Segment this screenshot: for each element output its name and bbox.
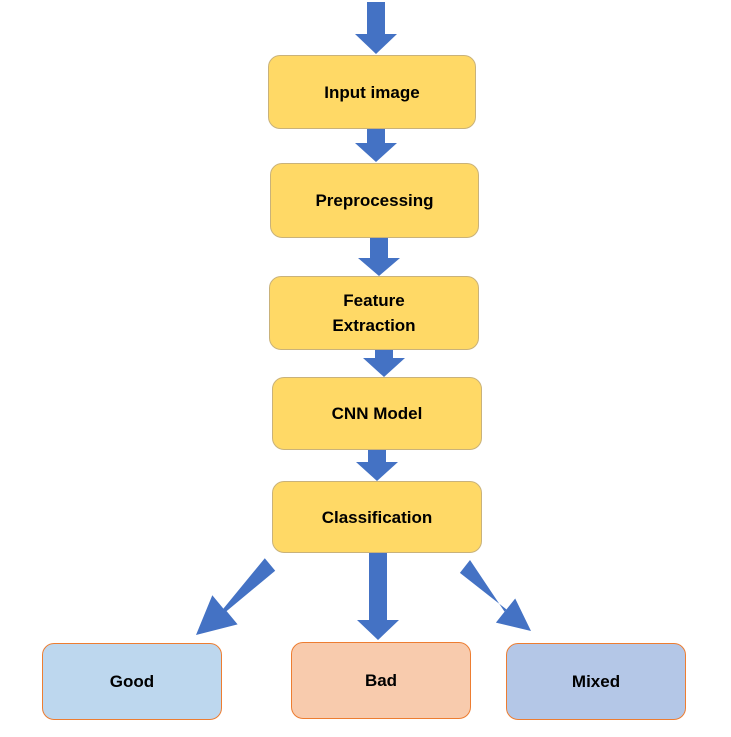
entry-arrow	[355, 2, 397, 54]
step-preprocessing: Preprocessing	[270, 163, 479, 238]
step-label: Feature Extraction	[332, 291, 416, 335]
output-mixed: Mixed	[506, 643, 686, 720]
output-good: Good	[42, 643, 222, 720]
output-bad: Bad	[291, 642, 471, 719]
arrow-input-to-preprocessing	[355, 129, 397, 162]
output-label: Mixed	[571, 672, 621, 691]
step-label: CNN Model	[331, 404, 423, 423]
output-label: Good	[109, 672, 155, 691]
arrow-classification-to-mixed	[459, 560, 531, 631]
step-label: Preprocessing	[315, 191, 434, 210]
arrow-cnn-model-to-classification	[356, 450, 398, 481]
arrow-classification-to-good	[196, 558, 276, 635]
step-cnn-model: CNN Model	[272, 377, 482, 450]
step-input-image: Input image	[268, 55, 476, 129]
step-feature-extraction: Feature Extraction	[269, 276, 479, 350]
step-label: Classification	[321, 507, 433, 527]
step-label: Input image	[324, 82, 420, 102]
arrow-preprocessing-to-feature-extraction	[358, 238, 400, 276]
step-classification: Classification	[272, 481, 482, 553]
arrow-feature-extraction-to-cnn-model	[363, 350, 405, 377]
arrow-classification-to-bad	[357, 553, 399, 640]
output-label: Bad	[364, 671, 398, 690]
